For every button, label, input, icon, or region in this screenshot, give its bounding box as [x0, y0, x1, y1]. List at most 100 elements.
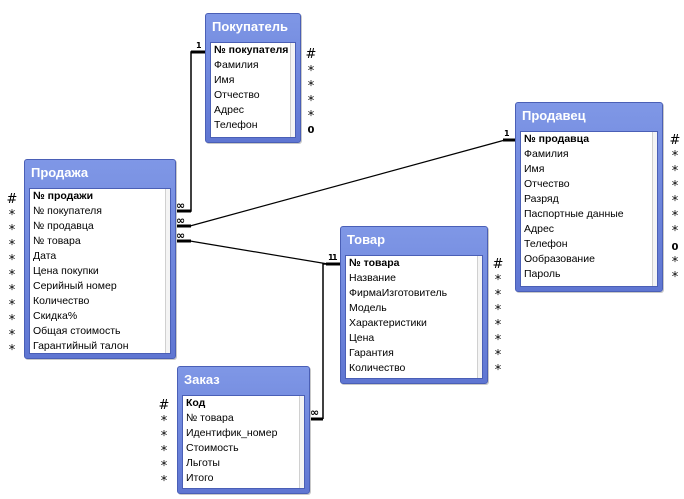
field-item[interactable]: Отчество — [524, 178, 570, 190]
relation-line-prodavets — [189, 139, 506, 227]
field-item[interactable]: Фамилия — [214, 59, 259, 71]
cardinality-one-label: 1 — [196, 41, 202, 50]
field-item[interactable]: Адрес — [524, 223, 555, 235]
cardinality-many-label: ∞ — [176, 214, 186, 227]
required-marker: * — [494, 333, 502, 348]
field-item[interactable]: Имя — [524, 163, 545, 175]
field-item[interactable]: Отчество — [214, 89, 260, 101]
scrollbar[interactable] — [477, 256, 482, 378]
required-marker: * — [671, 179, 679, 194]
field-item[interactable]: № покупателя — [33, 205, 102, 217]
field-item[interactable]: Характеристики — [349, 317, 427, 329]
table-prodavets[interactable]: Продавец № продавца Фамилия Имя Отчество… — [515, 102, 663, 292]
required-marker: * — [494, 348, 502, 363]
required-marker: * — [671, 270, 679, 285]
scrollbar[interactable] — [290, 43, 295, 137]
field-item[interactable]: Цена — [349, 332, 375, 344]
relation-line-tovar — [189, 240, 329, 265]
field-item[interactable]: № продавца — [524, 133, 590, 145]
table-title[interactable]: Покупатель — [212, 19, 288, 34]
required-marker: * — [160, 414, 168, 429]
field-item[interactable]: ФирмаИзготовитель — [349, 287, 448, 299]
optional-marker: 0 — [307, 125, 315, 136]
field-list[interactable]: № продавца Фамилия Имя Отчество Разряд П… — [520, 131, 658, 287]
required-marker: * — [8, 328, 16, 343]
cardinality-many-label: ∞ — [176, 199, 186, 212]
field-item[interactable]: Гарантийный талон — [33, 340, 129, 352]
field-list[interactable]: № покупателя Фамилия Имя Отчество Адрес … — [210, 42, 296, 138]
required-marker: * — [8, 238, 16, 253]
required-marker: * — [671, 164, 679, 179]
field-item[interactable]: № продавца — [33, 220, 94, 232]
cardinality-one-label: 1 — [332, 253, 338, 262]
field-item[interactable]: Скидка% — [33, 310, 78, 322]
required-marker: * — [8, 223, 16, 238]
field-item[interactable]: Стоимость — [186, 442, 239, 454]
table-title[interactable]: Продажа — [31, 165, 89, 180]
field-item[interactable]: Разряд — [524, 193, 559, 205]
table-title[interactable]: Товар — [347, 232, 386, 247]
table-zakaz[interactable]: Заказ Код № товара Идентифик_номер Стоим… — [177, 366, 310, 494]
key-marker: # — [6, 192, 18, 207]
cardinality-many-label: ∞ — [310, 406, 320, 419]
cardinality-one-label: 1 — [328, 253, 334, 262]
key-marker: # — [492, 257, 504, 272]
required-marker: * — [160, 444, 168, 459]
field-item[interactable]: Код — [186, 397, 206, 409]
field-item[interactable]: Телефон — [524, 238, 568, 250]
field-item[interactable]: Паспортные данные — [524, 208, 624, 220]
field-item[interactable]: Адрес — [214, 104, 245, 116]
field-item[interactable]: Название — [349, 272, 396, 284]
required-marker: * — [160, 459, 168, 474]
required-marker: * — [8, 283, 16, 298]
required-marker: * — [160, 474, 168, 489]
field-item[interactable]: Количество — [33, 295, 90, 307]
required-marker: * — [8, 253, 16, 268]
field-list[interactable]: № продажи № покупателя № продавца № това… — [29, 188, 171, 354]
relation-line-zakaz — [322, 263, 330, 419]
required-marker: * — [671, 255, 679, 270]
required-marker: * — [307, 64, 315, 79]
table-prodazha[interactable]: Продажа № продажи № покупателя № продавц… — [24, 159, 176, 359]
field-item[interactable]: Телефон — [214, 119, 258, 131]
field-item[interactable]: Льготы — [186, 457, 220, 469]
required-marker: * — [494, 288, 502, 303]
field-item[interactable]: Дата — [33, 250, 57, 262]
field-item[interactable]: № товара — [33, 235, 81, 247]
field-item[interactable]: № продажи — [33, 190, 94, 202]
table-title[interactable]: Заказ — [184, 372, 220, 387]
field-item[interactable]: Модель — [349, 302, 387, 314]
field-item[interactable]: Пароль — [524, 268, 561, 280]
required-marker: * — [494, 303, 502, 318]
relation-line-pokupatel — [177, 51, 205, 212]
table-pokupatel[interactable]: Покупатель № покупателя Фамилия Имя Отче… — [205, 13, 301, 143]
field-list[interactable]: Код № товара Идентифик_номер Стоимость Л… — [182, 395, 305, 489]
required-marker: * — [494, 318, 502, 333]
field-item[interactable]: Общая стоимость — [33, 325, 121, 337]
field-item[interactable]: Серийный номер — [33, 280, 117, 292]
field-item[interactable]: № товара — [186, 412, 234, 424]
table-title[interactable]: Продавец — [522, 108, 586, 123]
field-item[interactable]: № покупателя — [214, 44, 289, 56]
required-marker: * — [671, 194, 679, 209]
field-item[interactable]: Цена покупки — [33, 265, 99, 277]
cardinality-one-label: 1 — [504, 129, 510, 138]
field-list[interactable]: № товара Название ФирмаИзготовитель Моде… — [345, 255, 483, 379]
field-item[interactable]: Имя — [214, 74, 235, 86]
table-tovar[interactable]: Товар № товара Название ФирмаИзготовител… — [340, 226, 488, 384]
field-item[interactable]: № товара — [349, 257, 400, 269]
optional-marker: 0 — [671, 242, 679, 253]
scrollbar[interactable] — [165, 189, 170, 353]
scrollbar[interactable] — [299, 396, 304, 488]
field-item[interactable]: Гарантия — [349, 347, 394, 359]
field-item[interactable]: Ообразование — [524, 253, 595, 265]
required-marker: * — [8, 313, 16, 328]
field-item[interactable]: Идентифик_номер — [186, 427, 278, 439]
scrollbar[interactable] — [652, 132, 657, 286]
required-marker: * — [307, 79, 315, 94]
cardinality-many-label: ∞ — [176, 229, 186, 242]
field-item[interactable]: Количество — [349, 362, 406, 374]
field-item[interactable]: Итого — [186, 472, 214, 484]
field-item[interactable]: Фамилия — [524, 148, 569, 160]
